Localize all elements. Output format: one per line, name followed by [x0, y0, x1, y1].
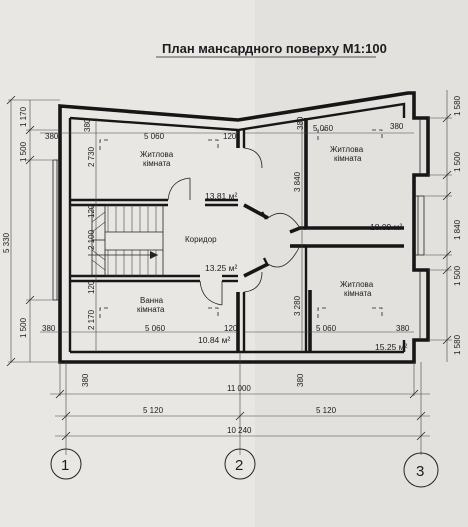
left-outer-dimensions: 1 170 1 500 5 330 1 500 [2, 95, 60, 367]
svg-text:1 500: 1 500 [19, 141, 28, 162]
room-label-living-bottom-right: Житлова кімната 15.25 м² [340, 280, 407, 352]
drawing-title: План мансардного поверху М1:100 [162, 41, 387, 56]
svg-text:кімната: кімната [143, 159, 171, 168]
svg-text:2 170: 2 170 [87, 309, 96, 330]
svg-text:Житлова: Житлова [140, 150, 174, 159]
outer-walls [52, 91, 430, 364]
svg-text:Житлова: Житлова [340, 280, 374, 289]
room-label-corridor: Коридор 13.25 м² [185, 235, 237, 273]
svg-text:15.25 м²: 15.25 м² [375, 342, 407, 352]
svg-text:1 500: 1 500 [453, 151, 462, 172]
room-label-living-top-left: Житлова кімната 13.81 м² [140, 150, 237, 201]
room-markers [99, 129, 383, 318]
svg-text:18.09 м²: 18.09 м² [370, 222, 402, 232]
staircase [69, 204, 164, 277]
svg-text:2: 2 [235, 457, 243, 474]
svg-text:120: 120 [223, 132, 237, 141]
interior-walls [70, 118, 404, 352]
svg-text:380: 380 [81, 373, 90, 387]
svg-text:Житлова: Житлова [330, 145, 364, 154]
svg-text:11 000: 11 000 [227, 384, 251, 393]
door-swings [167, 147, 301, 306]
svg-text:380: 380 [42, 324, 56, 333]
svg-text:кімната: кімната [334, 154, 362, 163]
internal-dimensions: 380 380 5 060 120 380 5 060 380 380 5 06… [40, 116, 414, 387]
axis-marker-2: 2 [224, 448, 256, 480]
axis-marker-1: 1 [50, 448, 82, 480]
svg-text:5 120: 5 120 [316, 406, 337, 415]
room-label-bath: Ванна кімната 10.84 м² [137, 296, 230, 345]
svg-text:380: 380 [390, 122, 404, 131]
svg-text:2 730: 2 730 [87, 146, 96, 167]
svg-text:5 060: 5 060 [313, 124, 334, 133]
svg-text:120: 120 [224, 324, 238, 333]
svg-text:1 500: 1 500 [19, 317, 28, 338]
svg-text:3 840: 3 840 [293, 171, 302, 192]
svg-text:5 120: 5 120 [143, 406, 164, 415]
svg-text:кімната: кімната [137, 305, 165, 314]
bottom-dimensions: 11 000 5 120 5 120 10 240 [50, 352, 430, 455]
svg-text:5 330: 5 330 [2, 232, 11, 253]
right-outer-dimensions: 1 580 1 500 1 840 1 500 1 580 [424, 90, 462, 362]
svg-text:380: 380 [45, 132, 59, 141]
svg-text:3: 3 [416, 463, 424, 480]
svg-text:10 240: 10 240 [227, 426, 252, 435]
svg-text:13.25 м²: 13.25 м² [205, 263, 237, 273]
svg-text:380: 380 [396, 324, 410, 333]
svg-text:2 100: 2 100 [87, 229, 96, 250]
svg-text:10.84 м²: 10.84 м² [198, 335, 230, 345]
svg-text:120: 120 [87, 204, 96, 218]
svg-text:120: 120 [87, 280, 96, 294]
axis-marker-3: 3 [403, 452, 439, 488]
svg-text:13.81 м²: 13.81 м² [205, 191, 237, 201]
svg-text:Ванна: Ванна [140, 296, 164, 305]
svg-text:380: 380 [83, 118, 92, 132]
svg-text:5 060: 5 060 [316, 324, 337, 333]
svg-text:1 580: 1 580 [453, 95, 462, 116]
svg-text:380: 380 [296, 373, 305, 387]
svg-text:3 280: 3 280 [293, 295, 302, 316]
svg-text:5 060: 5 060 [144, 132, 165, 141]
svg-text:Коридор: Коридор [185, 235, 217, 244]
svg-text:1 500: 1 500 [453, 265, 462, 286]
svg-text:5 060: 5 060 [145, 324, 166, 333]
svg-text:1: 1 [61, 457, 69, 474]
svg-text:1 580: 1 580 [453, 334, 462, 355]
svg-text:кімната: кімната [344, 289, 372, 298]
svg-text:1 840: 1 840 [453, 219, 462, 240]
room-label-living-top-right: Житлова кімната 18.09 м² [330, 145, 402, 232]
svg-text:1 170: 1 170 [19, 106, 28, 127]
svg-text:380: 380 [296, 116, 305, 130]
